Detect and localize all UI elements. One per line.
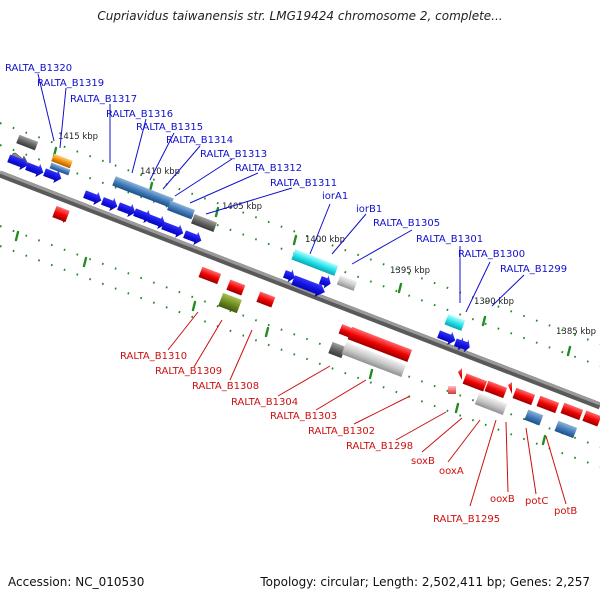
gene-label: RALTA_B1315 — [136, 122, 203, 133]
map-title: Cupriavidus taiwanensis str. LMG19424 ch… — [97, 9, 503, 23]
coord-label: 1390 kbp — [474, 297, 514, 307]
gene-label: RALTA_B1311 — [270, 178, 337, 189]
major-ticks — [14, 146, 572, 446]
gene-label: RALTA_B1298 — [346, 441, 413, 452]
gene-label: soxB — [411, 456, 435, 467]
genome-summary: Topology: circular; Length: 2,502,411 bp… — [260, 575, 590, 589]
gene-label: RALTA_B1300 — [458, 249, 525, 260]
coord-label: 1405 kbp — [222, 202, 262, 212]
gene-label: RALTA_B1308 — [192, 381, 259, 392]
gene-label: RALTA_B1317 — [70, 94, 137, 105]
coord-label: 1385 kbp — [556, 327, 596, 337]
accession-label: Accession: NC_010530 — [8, 575, 145, 589]
gene-label: iorB1 — [356, 204, 382, 215]
gene-label: RALTA_B1304 — [231, 397, 298, 408]
gene-label: RALTA_B1302 — [308, 426, 375, 437]
bottom-gene-features — [52, 205, 600, 439]
gene-label: RALTA_B1305 — [373, 218, 440, 229]
gene-label: iorA1 — [322, 191, 348, 202]
coord-label: 1415 kbp — [58, 132, 98, 142]
gene-label: RALTA_B1309 — [155, 366, 222, 377]
gene-label: RALTA_B1320 — [5, 63, 72, 74]
gene-label: RALTA_B1299 — [500, 264, 567, 275]
top-gene-labels: RALTA_B1320 RALTA_B1319 RALTA_B1317 RALT… — [5, 63, 567, 275]
genome-backbone — [0, 170, 600, 410]
gene-label: RALTA_B1316 — [106, 109, 173, 120]
gene-label: potC — [525, 496, 548, 507]
gene-label: ooxA — [439, 466, 464, 477]
gene-label: RALTA_B1295 — [433, 514, 500, 525]
coord-label: 1410 kbp — [140, 167, 180, 177]
coord-label: 1395 kbp — [390, 266, 430, 276]
coord-label: 1400 kbp — [305, 235, 345, 245]
top-gene-features — [7, 134, 470, 353]
top-leader-lines — [37, 73, 525, 313]
gene-label: RALTA_B1312 — [235, 163, 302, 174]
gene-label: RALTA_B1319 — [37, 78, 104, 89]
gene-label: RALTA_B1314 — [166, 135, 233, 146]
bottom-gene-labels: RALTA_B1310 RALTA_B1309 RALTA_B1308 RALT… — [120, 351, 577, 525]
gene-label: RALTA_B1313 — [200, 149, 267, 160]
gene-label: RALTA_B1303 — [270, 411, 337, 422]
gene-label: RALTA_B1310 — [120, 351, 187, 362]
tick-track-upper — [0, 122, 600, 345]
bottom-leader-lines — [167, 311, 567, 507]
gene-label: potB — [554, 506, 577, 517]
gene-label: ooxB — [490, 494, 515, 505]
gene-label: RALTA_B1301 — [416, 234, 483, 245]
